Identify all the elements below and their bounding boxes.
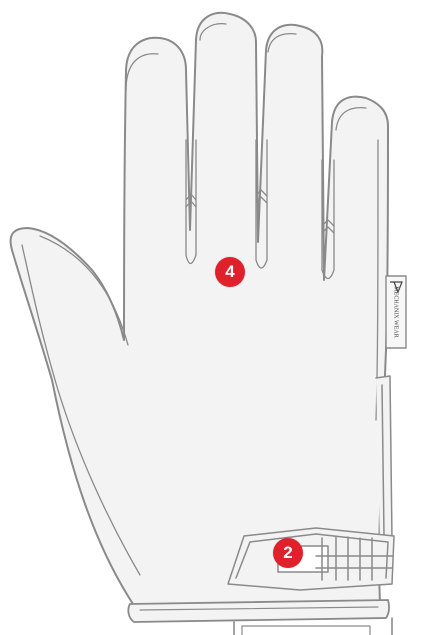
callout-marker-2[interactable]: 2 [273, 538, 303, 568]
brand-tag-text: MECHANIX WEAR [393, 286, 399, 337]
cuff [128, 600, 392, 635]
glove-outline [11, 13, 388, 610]
callout-marker-4[interactable]: 4 [215, 257, 245, 287]
